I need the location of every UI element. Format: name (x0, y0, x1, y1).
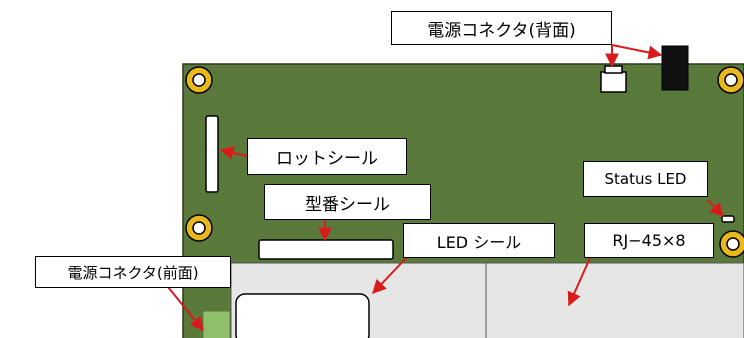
callout-status-led: Status LED (583, 161, 708, 197)
arrow-front-power (167, 286, 204, 332)
callout-power-connector-front: 電源コネクタ(前面) (35, 256, 231, 288)
arrow-lot-seal (219, 146, 248, 160)
arrow-led-seal (372, 256, 408, 295)
rear-power-connector (661, 45, 689, 91)
lot-seal-strip (205, 115, 219, 193)
callout-power-connector-rear: 電源コネクタ(背面) (391, 11, 612, 45)
callout-lot-seal: ロットシール (247, 138, 407, 175)
mount-hole-top-right (717, 66, 744, 94)
arrow-rj45 (567, 257, 591, 307)
port-block-right (485, 262, 744, 338)
model-seal-strip (258, 239, 394, 260)
callout-led-seal: LED シール (403, 223, 555, 258)
callout-model-seal: 型番シール (264, 184, 431, 220)
mount-hole-right-middle (719, 230, 744, 258)
callout-rj45: RJ−45×8 (584, 223, 714, 258)
status-led (721, 215, 735, 223)
led-seal (235, 293, 370, 338)
mount-hole-left-middle (185, 214, 213, 242)
mount-hole-top-left (185, 66, 213, 94)
arrow-rear-to-block (611, 44, 663, 60)
small-connector (600, 65, 627, 93)
front-power-connector (202, 310, 231, 338)
arrow-status-led (707, 199, 724, 218)
